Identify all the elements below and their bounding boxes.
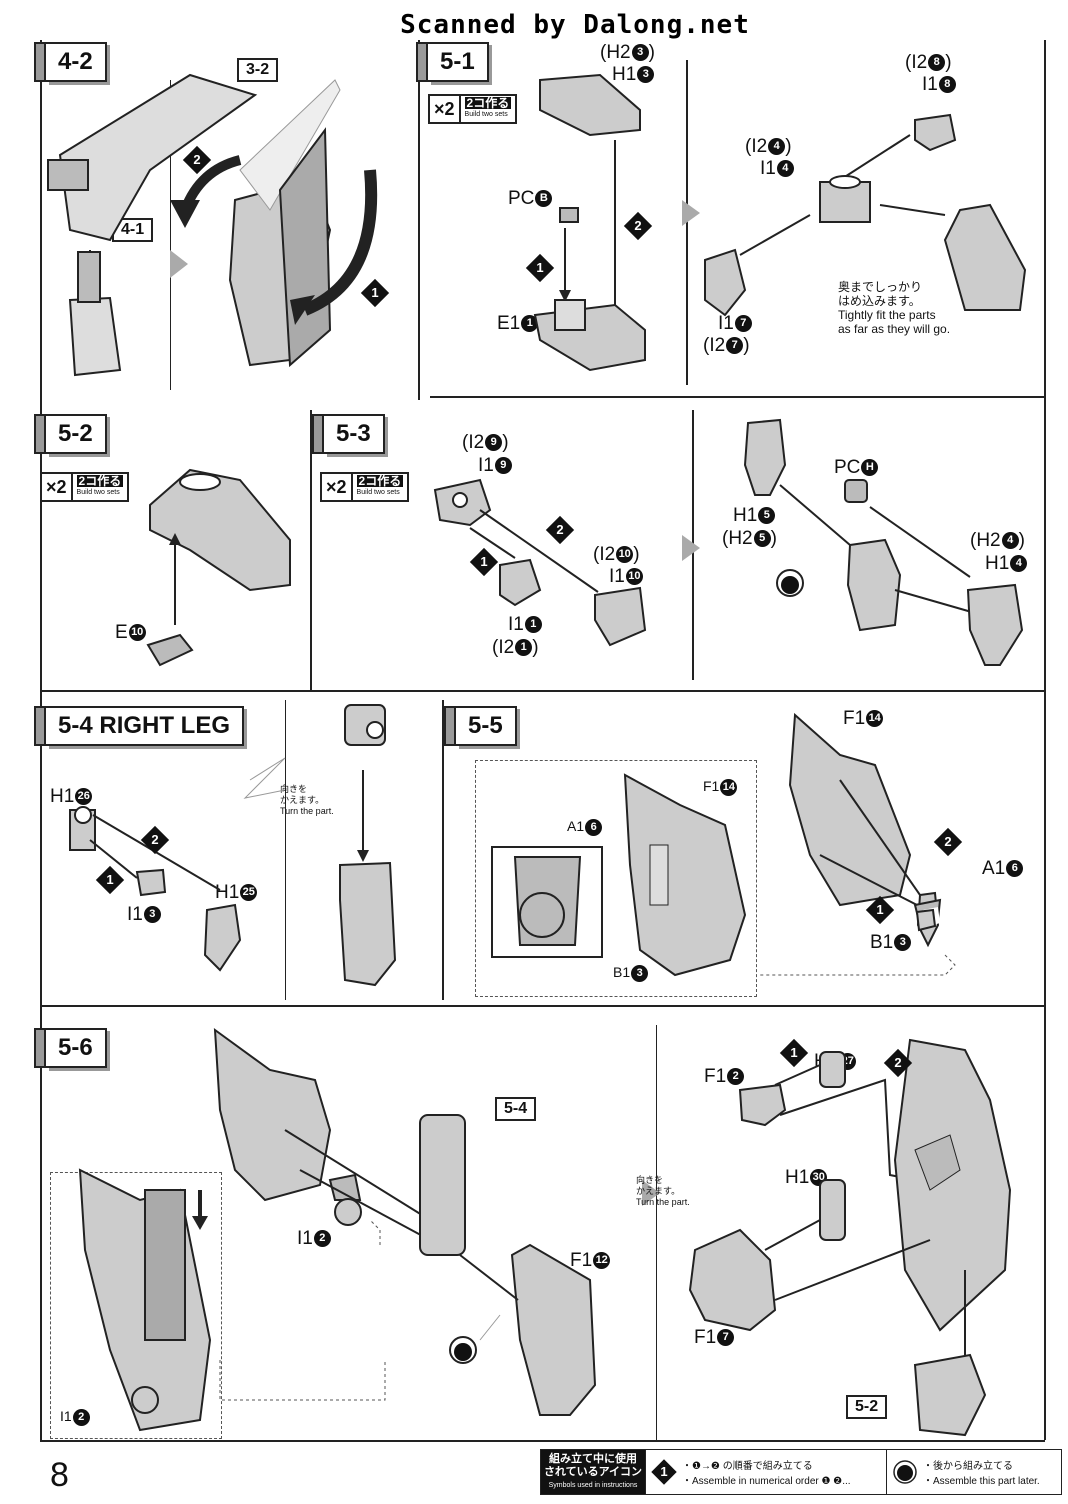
page-number: 8 [50,1456,69,1494]
step-5-3-tag: 5-3 [312,414,385,454]
ref-4-1: 4-1 [112,218,154,242]
step-5-2-tag: 5-2 [34,414,107,454]
later-icon [893,1460,917,1484]
divider [40,690,1045,692]
order-icon: 1 [651,1459,677,1485]
step-4-2-tag: 4-2 [34,42,107,82]
seq-2-marker: 2 [883,1048,913,1078]
divider [656,1025,657,1440]
step-5-3b-drawing [743,418,1024,666]
step-4-2-drawing [47,73,378,377]
seq-1-marker: 1 [95,865,125,895]
seq-2-marker: 2 [182,145,212,175]
seq-2-marker: 2 [933,827,963,857]
turn-note: 向きをかえます。Turn the part. [280,784,334,816]
step-5-1-drawing [533,73,700,372]
step-5-6-drawing [78,1027,660,1432]
divider [430,396,1045,398]
divider [310,410,312,692]
step-5-6b-drawing [688,1038,1012,1437]
seq-1-marker: 1 [360,278,390,308]
step-5-5-tag: 5-5 [444,706,517,746]
legend-later: ・後から組み立てる・Assemble this part later. [886,1450,1061,1494]
seq-1-marker: 1 [865,895,895,925]
step-5-5-drawing [491,712,956,977]
legend-order: 1 ・❶→❷ の順番で組み立てる・Assemble in numerical o… [645,1450,886,1494]
ref-5-4: 5-4 [495,1097,537,1121]
divider [170,80,171,390]
divider [40,1440,1045,1442]
step-5-2-drawing [146,468,291,667]
step-5-1-tag: 5-1 [416,42,489,82]
step-5-4-drawing [69,704,397,987]
seq-1-marker: 1 [469,547,499,577]
divider [442,700,444,1000]
detail-box [475,760,757,997]
divider [686,60,688,385]
divider [285,700,286,1000]
divider [1044,40,1046,1440]
step-5-6-tag: 5-6 [34,1028,107,1068]
seq-1-marker: 1 [525,253,555,283]
turn-note: 向きをかえます。Turn the part. [636,1175,690,1207]
divider [418,40,420,400]
ref-5-2: 5-2 [846,1395,888,1419]
step-5-4-tag: 5-4 RIGHT LEG [34,706,245,746]
watermark: Scanned by Dalong.net [400,10,750,40]
step-5-1b-drawing [704,113,1027,317]
symbol-legend: 組み立て中に使用されているアイコン Symbols used in instru… [540,1449,1062,1495]
divider [40,1005,1045,1007]
ref-3-2: 3-2 [237,58,279,82]
detail-box [50,1172,222,1439]
seq-2-marker: 2 [140,825,170,855]
seq-2-marker: 2 [623,211,653,241]
seq-1-marker: 1 [779,1038,809,1068]
legend-heading: 組み立て中に使用されているアイコン Symbols used in instru… [541,1450,645,1494]
step-5-3-drawing [433,478,700,647]
seq-2-marker: 2 [545,515,575,545]
